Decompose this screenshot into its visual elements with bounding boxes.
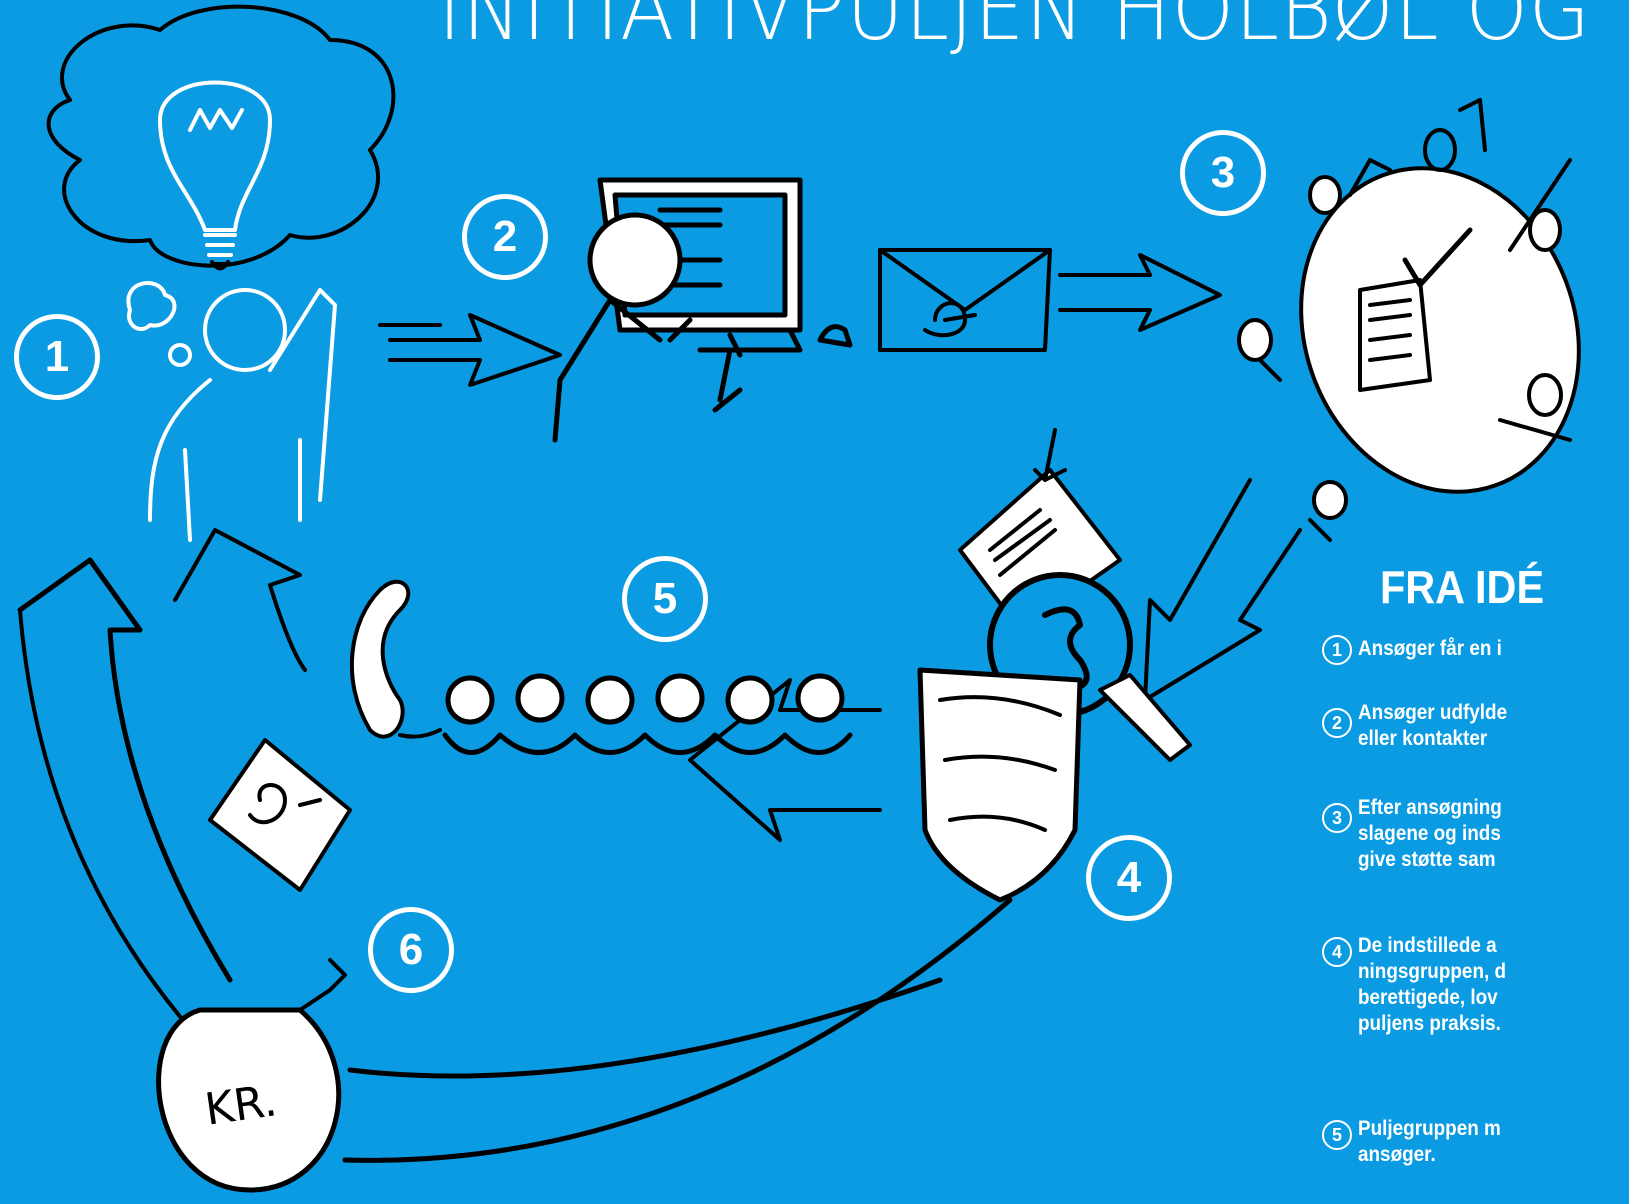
- coat-of-arms: [917, 667, 1083, 903]
- arrow-1-to-2: [388, 313, 562, 387]
- step-2-marker: 2: [462, 194, 548, 280]
- page-title: INITIATIVPULJEN HOLBØL OG: [438, 0, 1592, 60]
- step-3-description: 3 Efter ansøgning slagene og inds give s…: [1322, 795, 1629, 873]
- step-5-text: Puljegruppen m ansøger.: [1358, 1117, 1501, 1166]
- step-4-marker: 4: [1086, 835, 1172, 921]
- computer-user: [552, 177, 853, 443]
- step-1-text: Ansøger får en i: [1358, 637, 1502, 660]
- step-3-number: 3: [1322, 803, 1352, 833]
- step-2-description: 2 Ansøger udfylde eller kontakter: [1322, 700, 1629, 752]
- committee-table: [1237, 98, 1581, 542]
- step-5-number: 5: [1322, 1120, 1352, 1150]
- section-heading: FRA IDÉ: [1380, 561, 1545, 613]
- application-document: [958, 428, 1122, 632]
- money-bag-icon: [156, 958, 347, 1193]
- step-2-text: Ansøger udfylde eller kontakter: [1358, 701, 1508, 750]
- step-3-marker: 3: [1180, 130, 1266, 216]
- step-5-marker: 5: [622, 556, 708, 642]
- arrow-2-to-3: [1058, 253, 1222, 332]
- money-bag-label: KR.: [201, 1075, 281, 1136]
- step-3-text: Efter ansøgning slagene og inds give stø…: [1358, 796, 1502, 871]
- lightbulb-icon: [158, 80, 272, 257]
- applicant-figure: [148, 288, 337, 542]
- telephone-icon: [349, 579, 442, 739]
- email-envelope-icon: [878, 248, 1052, 352]
- arrow-3-to-4: [1143, 478, 1302, 702]
- arrow-4-to-5: [688, 678, 882, 842]
- step-2-number: 2: [1322, 708, 1352, 738]
- step-5-description: 5 Puljegruppen m ansøger.: [1322, 1116, 1629, 1168]
- email-letter-icon: [208, 738, 352, 892]
- thought-cloud: [46, 4, 396, 268]
- return-arrow-outer: [17, 557, 233, 983]
- step-4-text: De indstillede a ningsgruppen, d beretti…: [1358, 934, 1507, 1035]
- step-6-marker: 6: [368, 907, 454, 993]
- step-4-number: 4: [1322, 937, 1352, 967]
- thought-bubble-small: [126, 281, 177, 331]
- payout-arrow: [342, 897, 1013, 1163]
- step-1-marker: 1: [14, 314, 100, 400]
- pool-group: [442, 673, 853, 755]
- step-4-description: 4 De indstillede a ningsgruppen, d beret…: [1322, 933, 1629, 1037]
- step-1-description: 1 Ansøger får en i: [1322, 635, 1629, 665]
- step-1-number: 1: [1322, 635, 1352, 665]
- return-arrow-inner: [173, 528, 307, 672]
